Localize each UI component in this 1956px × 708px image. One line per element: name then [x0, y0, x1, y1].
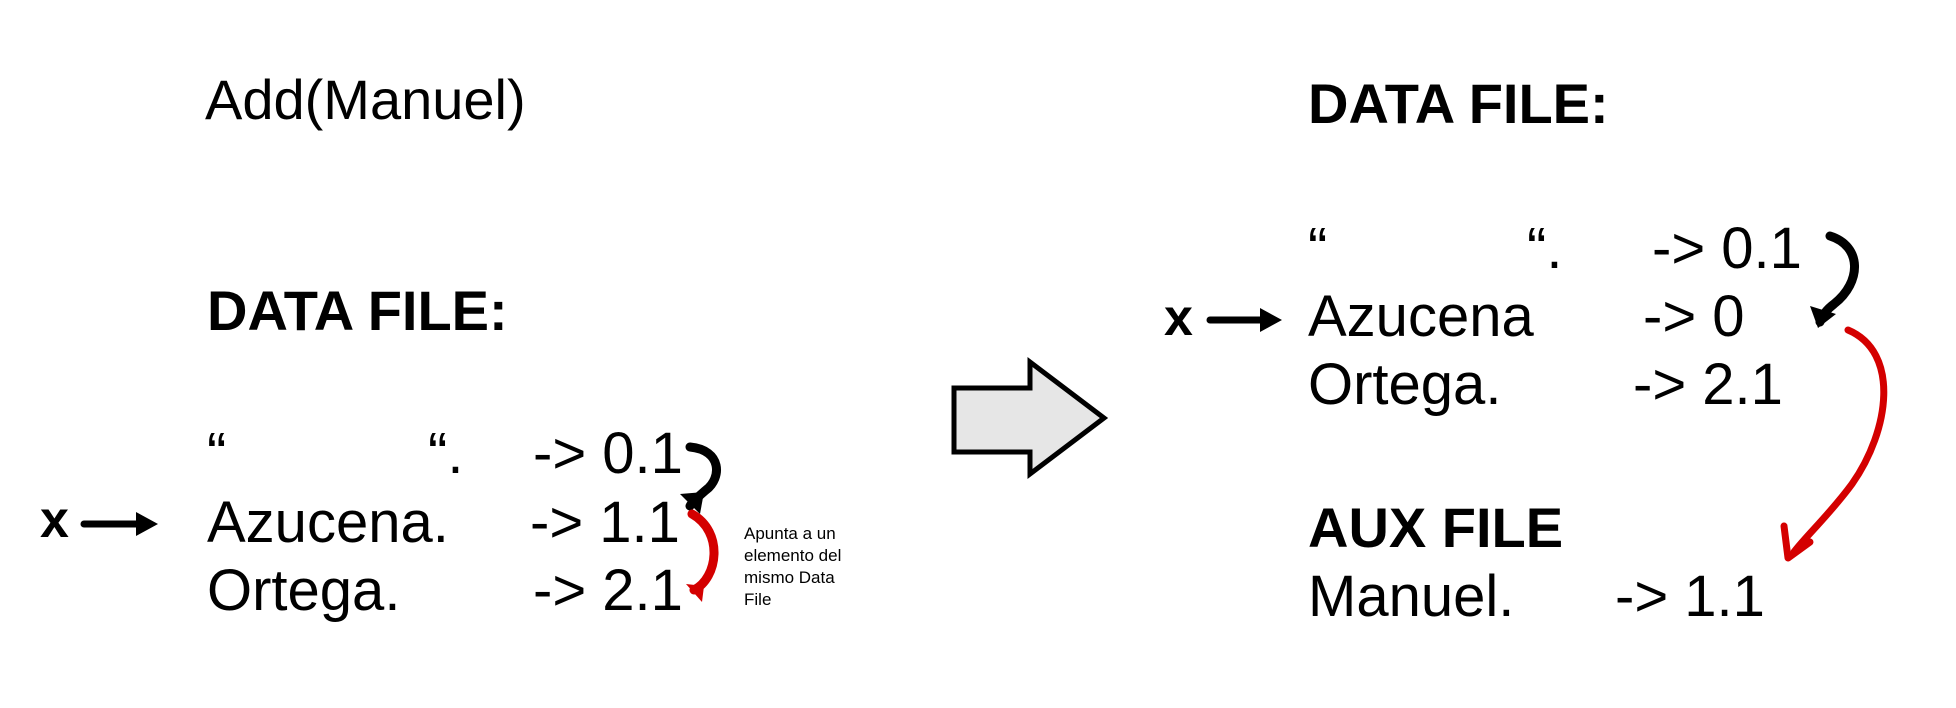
- right-row-0-name: “: [1308, 216, 1328, 281]
- right-row-0-pointer: -> 0.1: [1652, 216, 1802, 281]
- right-row-0-name2: “.: [1527, 216, 1563, 281]
- right-data-file-heading: DATA FILE:: [1308, 72, 1609, 135]
- transition-arrow: [951, 356, 1109, 480]
- right-marker-arrow: [1206, 308, 1282, 332]
- left-red-curved-arrow: [686, 509, 719, 602]
- left-row-1-name: Azucena.: [207, 490, 449, 555]
- aux-file-heading: AUX FILE: [1308, 496, 1564, 559]
- right-black-curved-arrow: [1810, 231, 1859, 328]
- right-row-2-name: Ortega.: [1308, 352, 1502, 417]
- left-black-curved-arrow: [680, 442, 721, 514]
- left-row-2-pointer: -> 2.1: [533, 558, 683, 623]
- left-row-0-pointer: -> 0.1: [533, 421, 683, 486]
- right-red-long-arrow: [1780, 326, 1888, 562]
- left-data-file-heading: DATA FILE:: [207, 279, 508, 342]
- right-row-1-pointer: -> 0: [1643, 284, 1745, 349]
- left-row-2-name: Ortega.: [207, 558, 401, 623]
- right-row-2-pointer: -> 2.1: [1633, 352, 1783, 417]
- left-row-0-name: “: [207, 421, 227, 486]
- aux-row-0-name: Manuel.: [1308, 564, 1515, 629]
- left-row-1-pointer: -> 1.1: [530, 490, 680, 555]
- right-pointer-marker: x: [1164, 289, 1193, 347]
- left-pointer-marker: x: [40, 491, 69, 549]
- aux-row-0-pointer: -> 1.1: [1615, 564, 1765, 629]
- left-row-0-name2: “.: [428, 421, 464, 486]
- left-annotation-note: Apunta a un elemento del mismo Data File: [744, 524, 842, 609]
- right-row-1-name: Azucena: [1308, 284, 1534, 349]
- left-marker-arrow: [80, 512, 158, 536]
- operation-title: Add(Manuel): [205, 68, 526, 131]
